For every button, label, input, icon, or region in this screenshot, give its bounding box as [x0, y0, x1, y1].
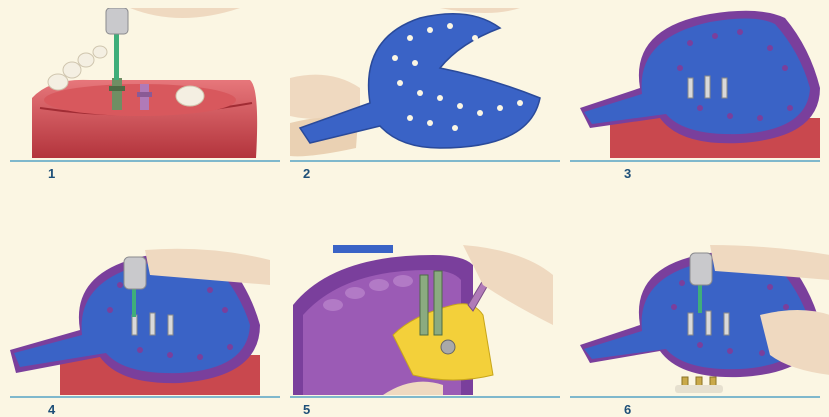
step-6-illustration — [570, 245, 829, 395]
step-2-illustration — [290, 8, 550, 158]
step-4-separator — [10, 396, 280, 398]
step-4-number: 4 — [48, 402, 55, 417]
step-5-number: 5 — [303, 402, 310, 417]
step-6-separator — [570, 396, 820, 398]
step-6-number: 6 — [624, 402, 631, 417]
step-1-illustration — [20, 8, 280, 158]
step-2-separator — [290, 160, 560, 162]
step-5-illustration — [293, 245, 553, 395]
step-3-illustration — [570, 8, 829, 158]
step-4-illustration — [10, 245, 270, 395]
step-1-number: 1 — [48, 166, 55, 181]
step-3-number: 3 — [624, 166, 631, 181]
step-3-separator — [570, 160, 820, 162]
step-1-separator — [10, 160, 280, 162]
step-5-separator — [290, 396, 560, 398]
step-2-number: 2 — [303, 166, 310, 181]
